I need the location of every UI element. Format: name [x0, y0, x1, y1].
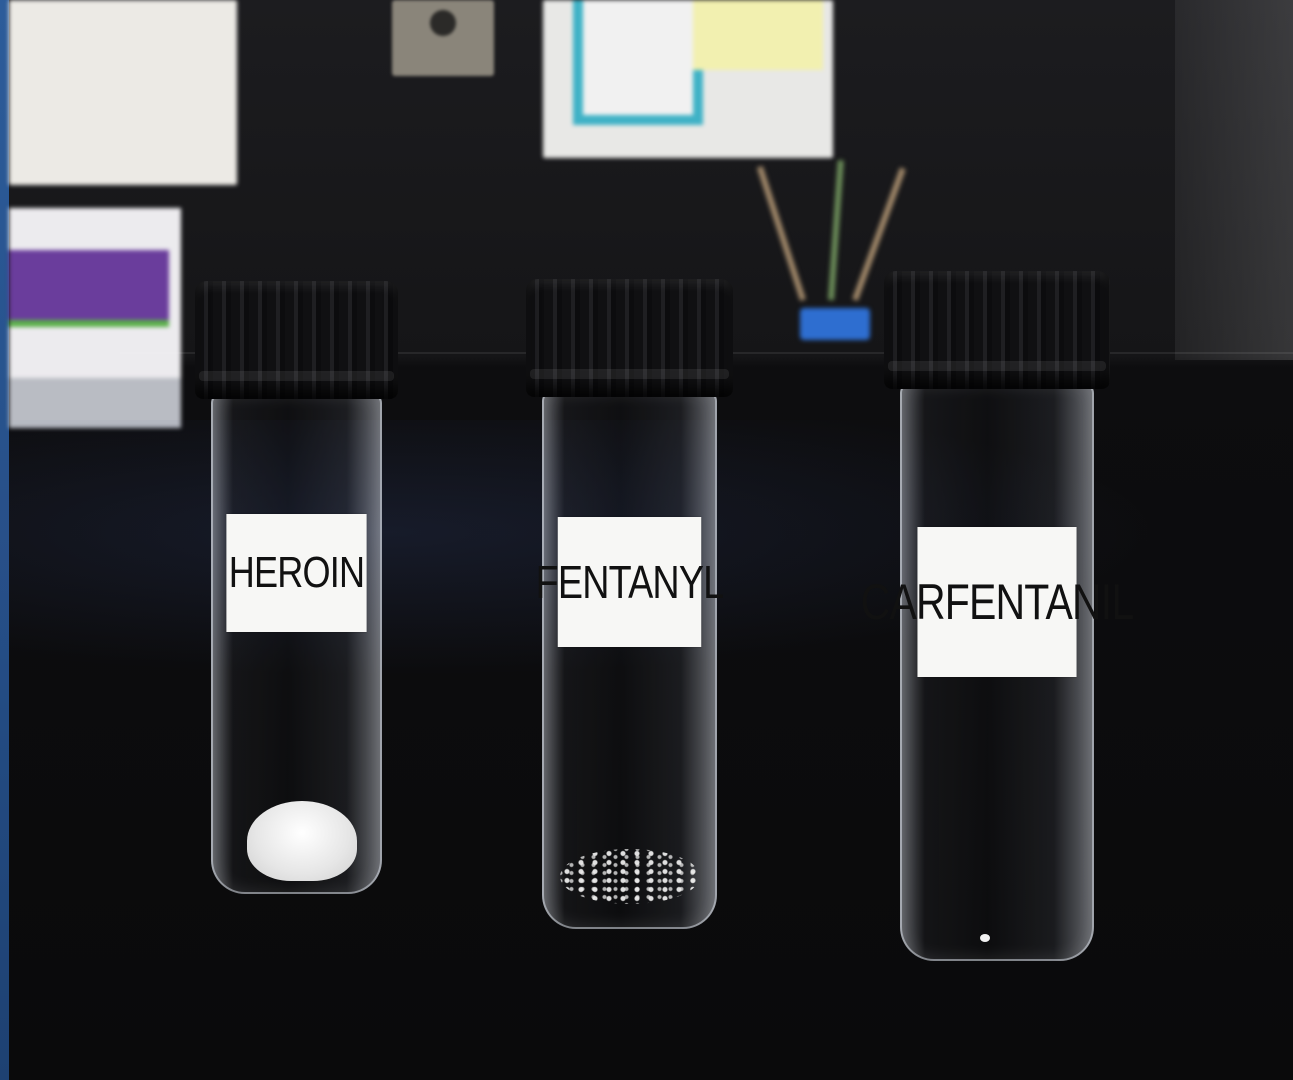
background-paper-center: [543, 0, 833, 158]
box-green-stripe: [9, 320, 169, 327]
vial-label: CARFENTANIL: [861, 527, 1134, 677]
vial-powder: [247, 801, 357, 881]
glass-shield: [1175, 0, 1293, 360]
background-paper-left: [9, 0, 237, 185]
vial-cap: [884, 271, 1110, 389]
rack-stick: [828, 160, 844, 301]
vial-cap: [195, 281, 398, 399]
vial-glass: [542, 391, 717, 929]
paper-cyan-frame: [573, 0, 703, 125]
tool-rack: [756, 150, 906, 340]
wall-outlet: [392, 0, 494, 76]
paper-yellow-note: [693, 0, 823, 70]
vial-heroin: HEROIN: [195, 281, 398, 894]
vial-label: FENTANYL: [536, 517, 724, 647]
rack-stick: [756, 165, 806, 301]
vial-cap: [526, 279, 733, 397]
rack-base: [800, 308, 870, 340]
vial-speck: [980, 934, 990, 942]
box-purple-band: [9, 250, 169, 320]
background-box: [9, 208, 181, 428]
vial-fentanyl: FENTANYL: [526, 279, 733, 929]
vial-label: HEROIN: [226, 514, 367, 632]
box-bottom: [9, 378, 181, 428]
blue-edge-strip: [0, 0, 9, 1080]
vial-carfentanil: CARFENTANIL: [861, 271, 1134, 961]
vial-grains: [560, 849, 700, 904]
